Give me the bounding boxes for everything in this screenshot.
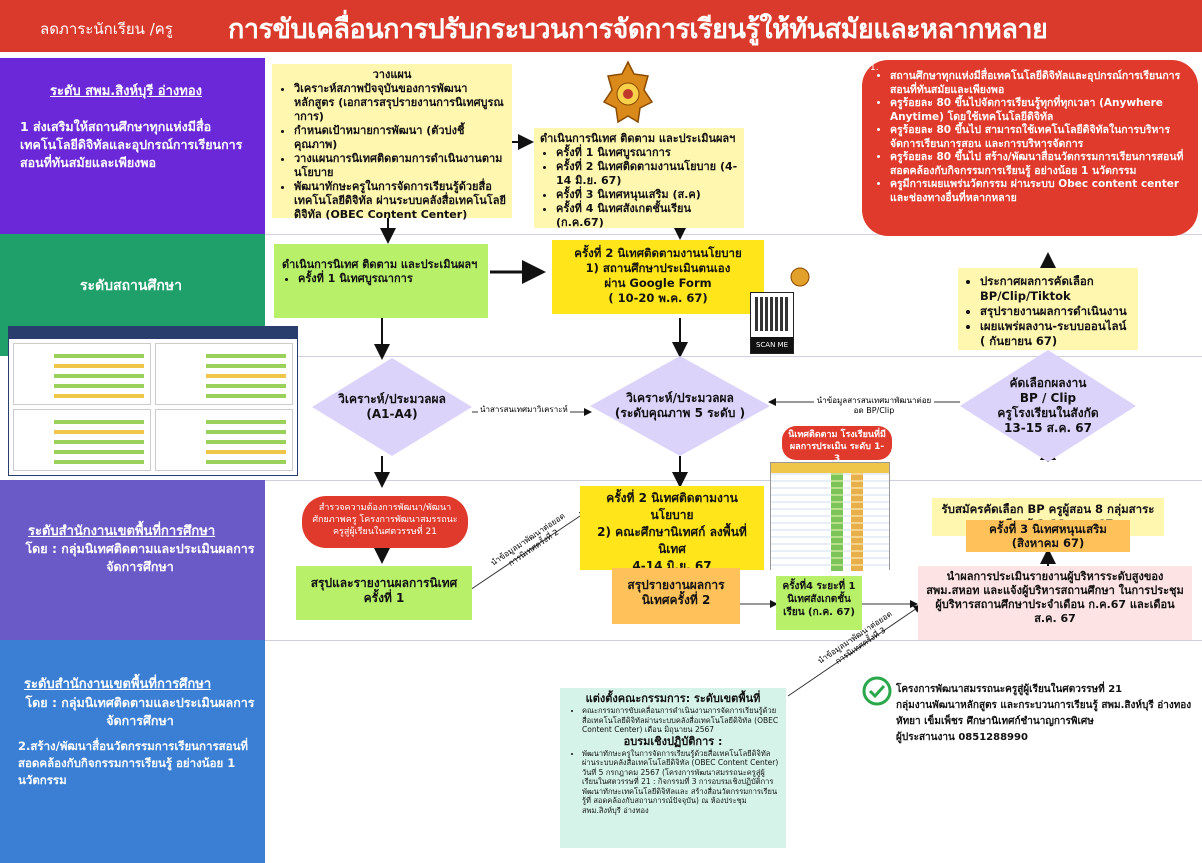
project-phone: ผู้ประสานงาน 0851288990 xyxy=(896,732,1028,743)
summary-1-box: สรุปและรายงานผลการนิเทศครั้งที่ 1 xyxy=(296,566,472,620)
school-supervision-list: ครั้งที่ 1 นิเทศบูรณาการ xyxy=(282,272,480,286)
level5-goal: 2.สร้าง/พัฒนาสื่อนวัตกรรมการเรียนการสอนท… xyxy=(18,739,249,787)
publish-box: ประกาศผลการคัดเลือก BP/Clip/Tiktok สรุปร… xyxy=(958,268,1138,350)
divider xyxy=(265,234,1202,235)
goal-item: ครูร้อยละ 80 ขึ้นไปจัดการเรียนรู้ทุกที่ท… xyxy=(890,97,1188,124)
header-bar: ลดภาระนักเรียน /ครู การขับเคลื่อนการปรับ… xyxy=(0,0,1202,52)
school-supervision-item: ครั้งที่ 1 นิเทศบูรณาการ xyxy=(298,272,480,286)
connector-label-2: นำข้อมูลสารสนเทศมาพัฒนาต่อยอด BP/Clip xyxy=(814,396,934,416)
needs-survey-box: สำรวจความต้องการพัฒนา/พัฒนาศักยภาพครู โค… xyxy=(302,496,468,548)
diamond-text: BP / Clip xyxy=(1019,391,1077,405)
school-supervision-title: ดำเนินการนิเทศ ติดตาม และประเมินผลฯ xyxy=(282,258,478,271)
publish-item: เผยแพร่ผลงาน-ระบบออนไลน์ ( กันยายน 67) xyxy=(980,319,1132,349)
supervision-title: ดำเนินการนิเทศ ติดตาม และประเมินผลฯ xyxy=(540,132,736,145)
plan-title: วางแผน xyxy=(372,68,412,81)
supervision-box: ดำเนินการนิเทศ ติดตาม และประเมินผลฯ ครั้… xyxy=(534,128,744,230)
level5-desc: โดย : กลุ่มนิเทศติดตามและประเมินผลการจัด… xyxy=(25,695,255,728)
supervision-item: ครั้งที่ 2 นิเทศติดตามงานนโยบาย (4-14 มิ… xyxy=(556,160,738,188)
dashboard-panel xyxy=(155,409,293,471)
goals-list: สถานศึกษาทุกแห่งมีสื่อเทคโนโลยีดิจิทัลแล… xyxy=(874,70,1188,205)
self-assessment-line: ผ่าน Google Form xyxy=(604,276,712,290)
goal-item: ครูร้อยละ 80 ขึ้นไป สร้าง/พัฒนาสื่อนวัตก… xyxy=(890,151,1188,178)
school-supervision-box: ดำเนินการนิเทศ ติดตาม และประเมินผลฯ ครั้… xyxy=(274,244,488,318)
plan-box: วางแผน วิเคราะห์สภาพปัจจุบันของการพัฒนาห… xyxy=(272,64,512,221)
committee-item: คณะกรรมการขับเคลื่อนการดำเนินงานการจัดกา… xyxy=(582,706,780,735)
diamond-text: ครูโรงเรียนในสังกัด xyxy=(997,406,1099,420)
supervision-item: ครั้งที่ 4 นิเทศสังเกตชั้นเรียน (ก.ค.67) xyxy=(556,202,738,230)
executive-report-box: นำผลการประเมินรายงานผู้บริหารระดับสูงของ… xyxy=(918,566,1192,640)
followup-schools-label: นิเทศติดตาม โรงเรียนที่มีผลการประเมิน ระ… xyxy=(782,426,892,464)
diamond-text: วิเคราะห์/ประมวลผล xyxy=(338,392,446,406)
summary-2-box: สรุปรายงานผลการนิเทศครั้งที่ 2 xyxy=(612,568,740,624)
level1-desc: 1 ส่งเสริมให้สถานศึกษาทุกแห่งมีสื่อเทคโน… xyxy=(20,119,243,170)
project-group: กลุ่มงานพัฒนาหลักสูตร และกระบวนการเรียนร… xyxy=(896,700,1192,711)
publish-item: สรุปรายงานผลการดำเนินงาน xyxy=(980,304,1132,319)
dashboard-panel xyxy=(13,343,151,405)
analysis-diamond-2: วิเคราะห์/ประมวลผล(ระดับคุณภาพ 5 ระดับ ) xyxy=(590,356,770,456)
plan-item: วางแผนการนิเทศติดตามการดำเนินงานตามนโยบา… xyxy=(294,152,506,180)
project-info: โครงการพัฒนาสมรรถนะครูสู่ผู้เรียนในศตวรร… xyxy=(896,682,1196,746)
level4-desc: โดย : กลุ่มนิเทศติดตามและประเมินผลการจัด… xyxy=(25,541,255,574)
publish-list: ประกาศผลการคัดเลือก BP/Clip/Tiktok สรุปร… xyxy=(964,274,1132,349)
self-assessment-line: 1) สถานศึกษาประเมินตนเอง xyxy=(585,261,731,275)
publish-item: ประกาศผลการคัดเลือก BP/Clip/Tiktok xyxy=(980,274,1132,304)
field-line: 2) คณะศึกษานิเทศก์ ลงพื้นที่นิเทศ xyxy=(597,525,747,556)
diamond-text: 13-15 ส.ค. 67 xyxy=(1004,421,1092,435)
committee-list: คณะกรรมการขับเคลื่อนการดำเนินงานการจัดกา… xyxy=(566,706,780,735)
analysis-diamond-1: วิเคราะห์/ประมวลผล(A1-A4) xyxy=(312,358,472,456)
dashboard-thumbnail xyxy=(8,326,298,476)
header-subtitle: ลดภาระนักเรียน /ครู xyxy=(40,20,173,38)
classroom-observation-box: ครั้งที่4 ระยะที่ 1 นิเทศสังเกตชั้นเรียน… xyxy=(776,576,862,630)
dashboard-panel xyxy=(13,409,151,471)
connector-label-1: นำสารสนเทศมาวิเคราะห์ xyxy=(478,405,570,415)
supervision-item: ครั้งที่ 3 นิเทศหนุนเสริม (ส.ค) xyxy=(556,188,738,202)
divider xyxy=(265,480,1202,481)
training-title: อบรมเชิงปฏิบัติการ : xyxy=(623,734,723,748)
project-contact: หัทยา เข็มเพ็ชร ศึกษานิเทศก์ชำนาญการพิเศ… xyxy=(896,716,1094,727)
goals-marker: 1. xyxy=(870,63,879,73)
checkmark-icon xyxy=(862,676,892,706)
goal-item: ครูมีการเผยแพร่นวัตกรรม ผ่านระบบ Obec co… xyxy=(890,178,1188,205)
supervision-list: ครั้งที่ 1 นิเทศบูรณาการ ครั้งที่ 2 นิเท… xyxy=(540,146,738,230)
field-line: ครั้งที่ 2 นิเทศติดตามงานนโยบาย xyxy=(606,491,738,522)
plan-item: พัฒนาทักษะครูในการจัดการเรียนรู้ด้วยสื่อ… xyxy=(294,180,506,222)
project-name: โครงการพัฒนาสมรรถนะครูสู่ผู้เรียนในศตวรร… xyxy=(896,684,1123,695)
field-supervision-box: ครั้งที่ 2 นิเทศติดตามงานนโยบาย 2) คณะศึ… xyxy=(580,486,764,573)
plan-list: วิเคราะห์สภาพปัจจุบันของการพัฒนาหลักสูตร… xyxy=(278,82,506,222)
small-emblem-icon xyxy=(790,266,810,288)
goals-box: 1. สถานศึกษาทุกแห่งมีสื่อเทคโนโลยีดิจิทั… xyxy=(862,60,1198,236)
plan-item: วิเคราะห์สภาพปัจจุบันของการพัฒนาหลักสูตร… xyxy=(294,82,506,124)
self-assessment-box: ครั้งที่ 2 นิเทศติดตามงานนโยบาย 1) สถานศ… xyxy=(552,240,764,314)
level2-title: ระดับสถานศึกษา xyxy=(80,278,182,294)
diamond-text: คัดเลือกผลงาน xyxy=(1009,376,1087,390)
committee-box: แต่งตั้งคณะกรรมการ: ระดับเขตพื้นที่ คณะก… xyxy=(560,688,786,848)
diamond-text: วิเคราะห์/ประมวลผล xyxy=(626,391,734,405)
training-list: พัฒนาทักษะครูในการจัดการเรียนรู้ด้วยสื่อ… xyxy=(566,749,780,816)
self-assessment-line: ครั้งที่ 2 นิเทศติดตามงานนโยบาย xyxy=(574,246,742,260)
level4-title: ระดับสำนักงานเขตพื้นที่การศึกษา xyxy=(28,524,216,539)
dashboard-panel xyxy=(155,343,293,405)
level1-title: ระดับ สพม.สิงห์บุรี อ่างทอง xyxy=(50,84,202,99)
goal-item: ครูร้อยละ 80 ขึ้นไป สามารถใช้เทคโนโลยีดิ… xyxy=(890,124,1188,151)
qr-caption: SCAN ME xyxy=(751,337,793,353)
divider xyxy=(265,640,1202,641)
dashboard-titlebar xyxy=(9,327,297,339)
committee-title: แต่งตั้งคณะกรรมการ: ระดับเขตพื้นที่ xyxy=(585,692,761,705)
diamond-text: (A1-A4) xyxy=(366,407,418,421)
obec-emblem-icon xyxy=(600,60,656,126)
divider xyxy=(265,356,1202,357)
training-item: พัฒนาทักษะครูในการจัดการเรียนรู้ด้วยสื่อ… xyxy=(582,749,780,816)
level5-title: ระดับสำนักงานเขตพื้นที่การศึกษา xyxy=(24,677,212,692)
supervision-item: ครั้งที่ 1 นิเทศบูรณาการ xyxy=(556,146,738,160)
goal-item: สถานศึกษาทุกแห่งมีสื่อเทคโนโลยีดิจิทัลแล… xyxy=(890,70,1188,97)
diamond-text: (ระดับคุณภาพ 5 ระดับ ) xyxy=(614,406,746,420)
qr-code[interactable]: SCAN ME xyxy=(750,292,794,354)
results-spreadsheet xyxy=(770,462,890,571)
header-title: การขับเคลื่อนการปรับกระบวนการจัดการเรียน… xyxy=(228,14,1048,45)
self-assessment-line: ( 10-20 พ.ค. 67) xyxy=(608,291,708,305)
support-supervision-box: ครั้งที่ 3 นิเทศหนุนเสริม (สิงหาคม 67) xyxy=(966,520,1130,552)
plan-item: กำหนดเป้าหมายการพัฒนา (ตัวบ่งชี้คุณภาพ) xyxy=(294,124,506,152)
